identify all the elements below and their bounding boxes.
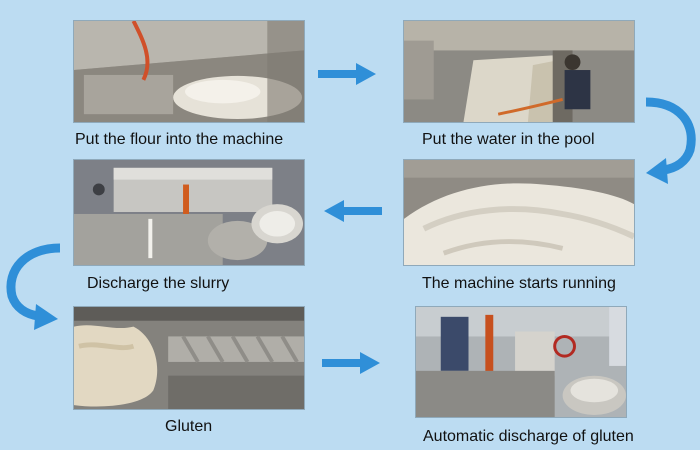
step-5-photo: [73, 306, 305, 410]
step-3-photo: [403, 159, 635, 266]
step-4-photo: [73, 159, 305, 266]
step-5-caption: Gluten: [165, 419, 212, 435]
step-1-photo: [73, 20, 305, 123]
step-6-photo: [415, 306, 627, 418]
arrow-right-icon: [322, 352, 380, 374]
step-2-caption: Put the water in the pool: [422, 132, 595, 148]
step-4-caption: Discharge the slurry: [87, 276, 229, 292]
arrow-left-icon: [324, 200, 382, 222]
curved-arrow-icon: [640, 92, 700, 184]
arrow-right-icon: [318, 63, 376, 85]
step-6-caption: Automatic discharge of gluten: [423, 429, 634, 445]
step-3-caption: The machine starts running: [422, 276, 616, 292]
step-1-caption: Put the flour into the machine: [75, 132, 283, 148]
step-2-photo: [403, 20, 635, 123]
curved-arrow-icon: [0, 238, 66, 330]
